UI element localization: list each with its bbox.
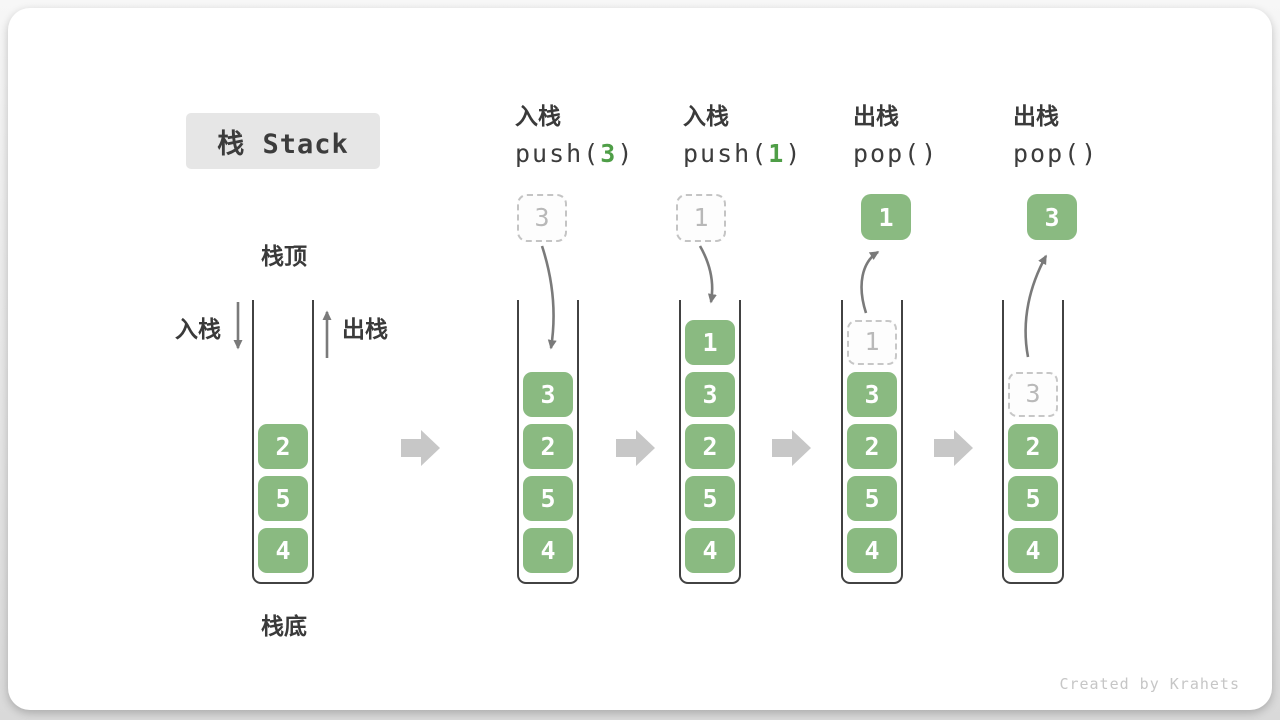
- op-code: pop(): [853, 141, 938, 166]
- op-header-pop-1: 出栈 pop(): [853, 104, 938, 167]
- op-label: 出栈: [853, 104, 899, 130]
- floating-value-box: 3: [517, 194, 567, 242]
- code-post: ): [617, 139, 635, 168]
- floating-value-box: 1: [676, 194, 726, 242]
- stack-container-initial: 2 5 4: [252, 300, 314, 584]
- title-badge: 栈 Stack: [186, 113, 380, 169]
- stack-item-dashed: 1: [847, 320, 897, 365]
- stack-bottom-label: 栈底: [261, 614, 307, 640]
- code-pre: push(: [515, 139, 601, 168]
- floating-value-box: 3: [1027, 194, 1077, 240]
- code-post: ): [785, 139, 803, 168]
- stack-item: 2: [847, 424, 897, 469]
- stack-item: 4: [685, 528, 735, 573]
- stack-container-pop-1: 1 3 2 5 4: [841, 300, 903, 584]
- stack-item: 2: [523, 424, 573, 469]
- stack-item: 2: [258, 424, 308, 469]
- stack-item: 4: [258, 528, 308, 573]
- stack-item: 4: [1008, 528, 1058, 573]
- code-pre: pop(): [1013, 139, 1099, 168]
- stack-item: 5: [1008, 476, 1058, 521]
- stack-item: 4: [523, 528, 573, 573]
- floating-value-box: 1: [861, 194, 911, 240]
- op-code: push(1): [683, 141, 802, 166]
- pop-side-label: 出栈: [342, 317, 388, 343]
- stack-item: 2: [1008, 424, 1058, 469]
- stack-container-push-1: 1 3 2 5 4: [679, 300, 741, 584]
- op-header-pop-3: 出栈 pop(): [1013, 104, 1098, 167]
- stack-item: 5: [258, 476, 308, 521]
- op-label: 入栈: [683, 104, 729, 130]
- stack-top-label: 栈顶: [261, 244, 307, 270]
- op-label: 入栈: [515, 104, 561, 130]
- stack-item: 4: [847, 528, 897, 573]
- op-code: pop(): [1013, 141, 1098, 166]
- stack-item: 3: [685, 372, 735, 417]
- stack-item: 5: [523, 476, 573, 521]
- code-pre: pop(): [853, 139, 939, 168]
- stack-item: 5: [685, 476, 735, 521]
- stack-item: 3: [847, 372, 897, 417]
- stack-item: 2: [685, 424, 735, 469]
- code-arg: 1: [768, 139, 786, 168]
- op-header-push-3: 入栈 push(3): [515, 104, 634, 167]
- stack-item: 5: [847, 476, 897, 521]
- stack-container-pop-3: 3 2 5 4: [1002, 300, 1064, 584]
- push-side-label: 入栈: [175, 317, 221, 343]
- op-header-push-1: 入栈 push(1): [683, 104, 802, 167]
- op-label: 出栈: [1013, 104, 1059, 130]
- stack-container-push-3: 3 2 5 4: [517, 300, 579, 584]
- stack-item: 1: [685, 320, 735, 365]
- stack-item-dashed: 3: [1008, 372, 1058, 417]
- title-text: 栈 Stack: [217, 128, 349, 160]
- stack-item: 3: [523, 372, 573, 417]
- watermark: Created by Krahets: [1059, 675, 1240, 693]
- code-pre: push(: [683, 139, 769, 168]
- code-arg: 3: [600, 139, 618, 168]
- op-code: push(3): [515, 141, 634, 166]
